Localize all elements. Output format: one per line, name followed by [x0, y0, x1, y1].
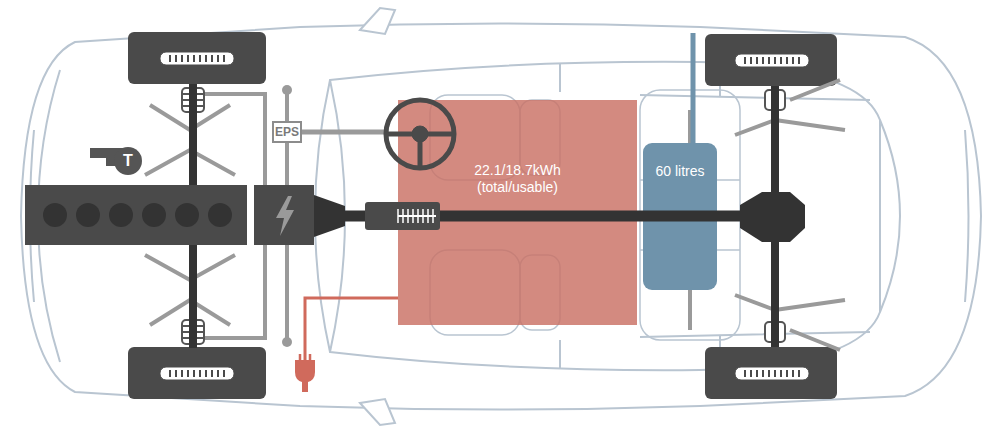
springs — [182, 88, 785, 344]
cabin-outline — [315, 62, 880, 370]
axles — [193, 84, 775, 348]
control-arm — [145, 105, 235, 175]
car-body — [21, 8, 981, 425]
battery-pack: 22.1/18.7kWh (total/usable) — [398, 100, 637, 325]
hub — [160, 52, 234, 65]
cylinder — [208, 203, 232, 227]
engine-block — [25, 185, 247, 245]
rear-differential — [740, 192, 805, 242]
brake-lines — [200, 92, 690, 340]
charge-port — [295, 298, 398, 392]
body-outline — [21, 24, 981, 410]
transmission-line — [398, 215, 436, 217]
rack-end — [282, 337, 292, 347]
wheel — [128, 32, 266, 84]
driveshaft — [340, 211, 760, 222]
wheel — [705, 34, 837, 86]
wheel — [128, 347, 266, 399]
hub — [160, 367, 234, 380]
plug-pins — [300, 354, 310, 360]
coil-spring — [765, 90, 785, 110]
studs — [170, 55, 224, 62]
hub-studs — [170, 55, 799, 377]
fuel-filler-line — [691, 33, 696, 145]
control-arm — [790, 80, 840, 350]
rear-seat — [640, 90, 740, 340]
cylinder — [175, 203, 199, 227]
node-label: T — [123, 153, 133, 169]
cylinder — [76, 203, 100, 227]
brake-line — [200, 94, 265, 338]
wheel — [705, 347, 837, 399]
cylinder — [142, 203, 166, 227]
steering-hub — [412, 126, 428, 142]
node-label: EPS — [275, 126, 299, 138]
rear-bumper — [965, 130, 969, 302]
control-arm — [145, 255, 235, 325]
bell-housing — [314, 195, 345, 237]
steering-spokes — [388, 134, 452, 166]
studs — [745, 370, 799, 377]
charging-cable — [305, 298, 398, 360]
studs — [745, 57, 799, 64]
transmission-ribs — [398, 209, 433, 223]
control-arm — [735, 120, 845, 310]
cylinder — [109, 203, 133, 227]
engine — [25, 185, 345, 245]
windshield — [330, 80, 345, 352]
steering — [302, 100, 454, 168]
node-label: 22.1/18.7kWh (total/usable) — [454, 162, 582, 196]
hood-line — [38, 70, 60, 362]
plug-symbol — [295, 360, 315, 392]
node-label: 60 litres — [655, 163, 704, 180]
turbo-symbol: T — [114, 147, 142, 175]
rack-end — [282, 85, 292, 95]
electric-motor — [254, 185, 314, 245]
wheels — [128, 32, 837, 399]
front-axle — [189, 84, 197, 348]
suspension — [145, 80, 845, 350]
cylinders — [43, 203, 232, 227]
mirror — [360, 8, 395, 34]
wheel-hub — [160, 52, 809, 380]
mirror — [360, 399, 395, 425]
coil-spring — [182, 320, 204, 344]
eps-box: EPS — [272, 121, 302, 143]
steering-wheel — [386, 100, 454, 168]
hub — [735, 367, 809, 380]
lightning-bolt — [276, 196, 294, 236]
transmission — [365, 202, 440, 230]
fuel-tank: 60 litres — [643, 143, 717, 290]
coil-spring — [182, 88, 204, 112]
coil-spring — [765, 322, 785, 342]
driveline — [340, 192, 805, 242]
front-bumper — [30, 130, 34, 302]
rear-window — [880, 120, 900, 312]
steering-column — [302, 130, 385, 135]
roof-line — [640, 95, 870, 337]
studs — [170, 370, 224, 377]
rear-axle — [771, 86, 779, 347]
hub — [735, 54, 809, 67]
coil-lines — [182, 94, 204, 338]
cylinder — [43, 203, 67, 227]
